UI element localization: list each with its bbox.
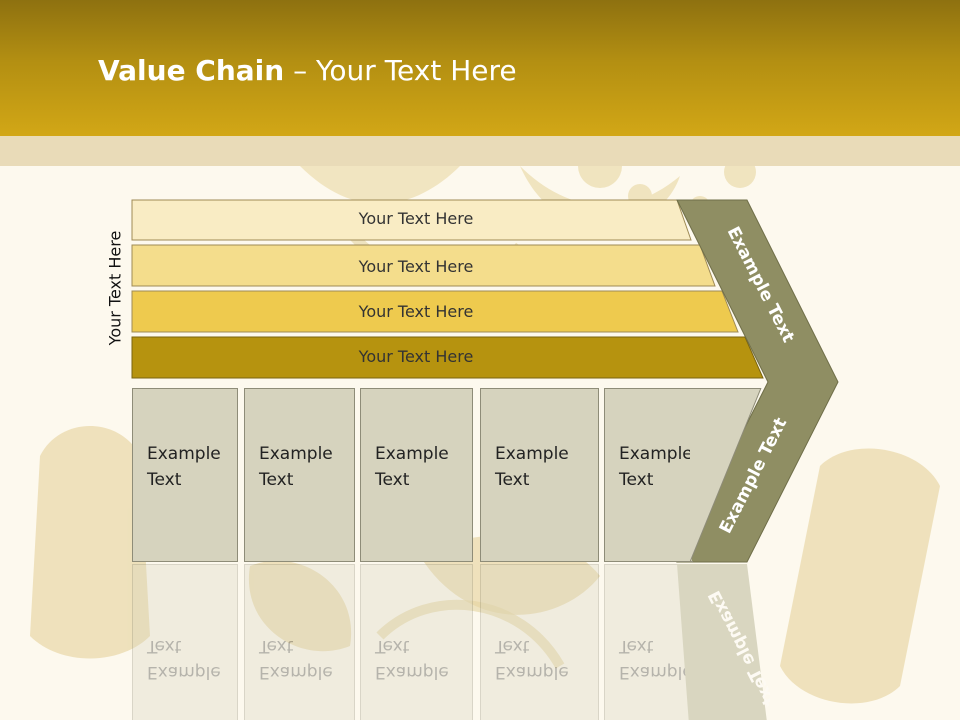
bar-4 <box>131 336 764 379</box>
chevron-arrow <box>676 199 839 563</box>
bar-2 <box>131 244 716 287</box>
activity-box-4: Example Text <box>480 388 599 562</box>
bar-2-label: Your Text Here <box>358 257 474 276</box>
bar-1 <box>131 199 692 241</box>
box-4-line1: Example <box>495 444 569 464</box>
box-3-line1: Example <box>375 444 449 464</box>
title-bold: Value Chain <box>98 54 285 87</box>
box-2-line2: Text <box>259 470 294 490</box>
box-1-line1: Example <box>147 444 221 464</box>
box-2-line1: Example <box>259 444 333 464</box>
activity-box-2: Example Text <box>244 388 355 562</box>
title-rest: – Your Text Here <box>284 54 517 87</box>
box-5-line2: Text <box>619 470 654 490</box>
bar-3 <box>131 290 739 333</box>
slide-title: Value Chain – Your Text Here <box>98 54 517 87</box>
activity-box-3: Example Text <box>360 388 473 562</box>
header-bar <box>0 0 960 136</box>
box-5-slant <box>690 388 762 562</box>
header-band <box>0 136 960 166</box>
activity-box-1: Example Text <box>132 388 238 562</box>
box-3-line2: Text <box>375 470 410 490</box>
box-4-line2: Text <box>495 470 530 490</box>
box-5-line1: Example <box>619 444 693 464</box>
bar-3-label: Your Text Here <box>358 302 474 321</box>
bar-4-label: Your Text Here <box>358 347 474 366</box>
box-1-line2: Text <box>147 470 182 490</box>
activity-box-5: Example Text <box>604 388 693 562</box>
bar-1-label: Your Text Here <box>358 209 474 228</box>
